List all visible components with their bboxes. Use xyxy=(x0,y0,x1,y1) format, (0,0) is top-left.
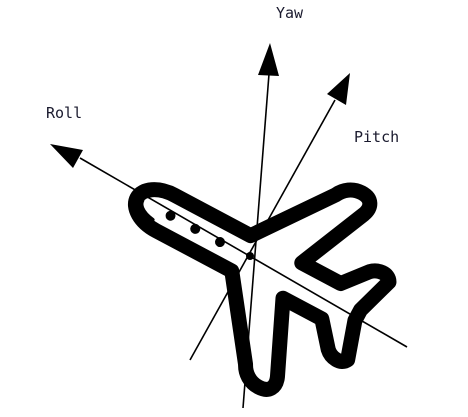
window-dot xyxy=(165,210,176,221)
pitch-axis xyxy=(189,99,336,361)
roll-arrowhead xyxy=(50,144,83,168)
yaw-label: Yaw xyxy=(276,4,304,22)
axes xyxy=(50,43,408,409)
airplane-outline xyxy=(128,182,397,397)
pitch-label: Pitch xyxy=(354,128,400,146)
window-dots xyxy=(165,210,225,248)
center-point xyxy=(246,252,254,260)
roll-axis xyxy=(79,157,408,348)
cockpit-window xyxy=(139,198,155,222)
roll-label: Roll xyxy=(46,104,83,122)
pitch-arrowhead xyxy=(327,73,350,105)
yaw-arrowhead xyxy=(258,43,279,76)
airplane-icon xyxy=(128,182,397,397)
